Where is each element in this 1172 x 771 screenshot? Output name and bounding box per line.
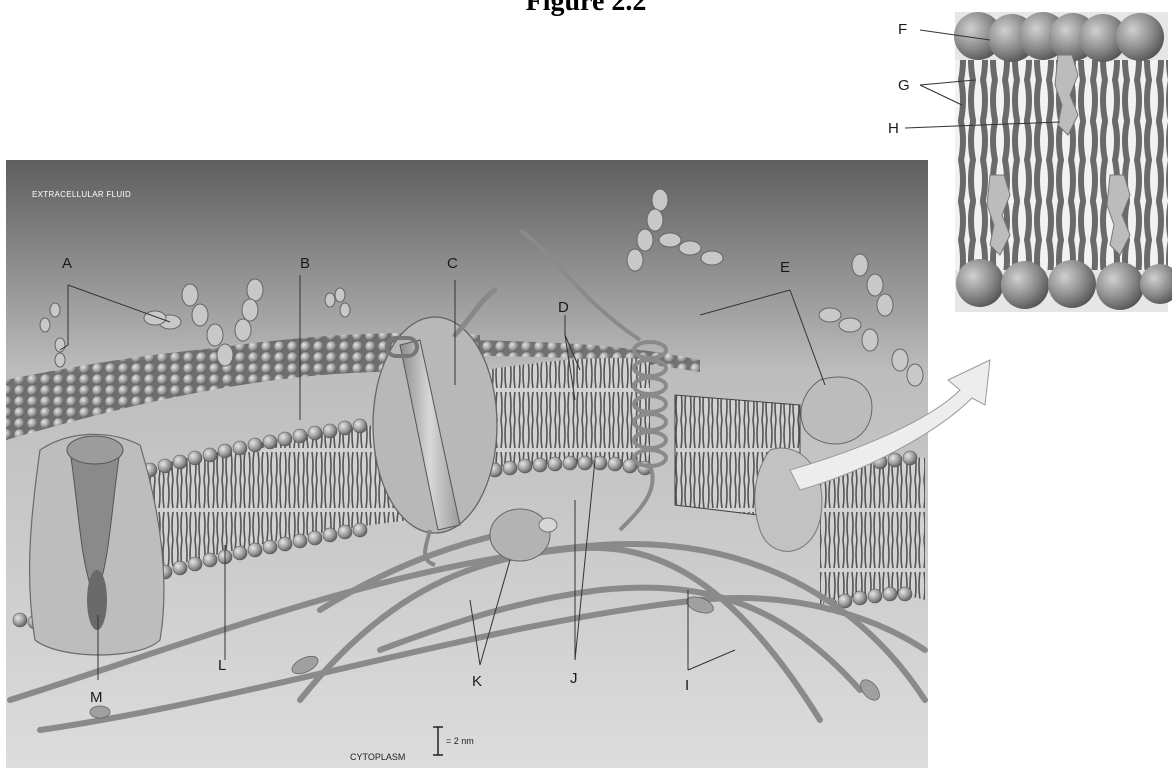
label-a: A bbox=[62, 255, 72, 272]
label-m: M bbox=[90, 689, 103, 706]
label-g: G bbox=[898, 77, 910, 94]
label-b: B bbox=[300, 255, 310, 272]
label-l: L bbox=[218, 657, 226, 674]
label-e: E bbox=[780, 259, 790, 276]
label-j: J bbox=[570, 670, 578, 687]
extracellular-label: EXTRACELLULAR FLUID bbox=[32, 190, 131, 199]
label-c: C bbox=[447, 255, 458, 272]
label-i: I bbox=[685, 677, 689, 694]
scale-bar-label: = 2 nm bbox=[446, 736, 474, 746]
label-d: D bbox=[558, 299, 569, 316]
cytoplasm-label: CYTOPLASM bbox=[350, 752, 405, 762]
label-k: K bbox=[472, 673, 482, 690]
inset-bilayer bbox=[954, 12, 1172, 312]
label-h: H bbox=[888, 120, 899, 137]
channel-protein bbox=[30, 434, 164, 655]
label-f: F bbox=[898, 21, 907, 38]
